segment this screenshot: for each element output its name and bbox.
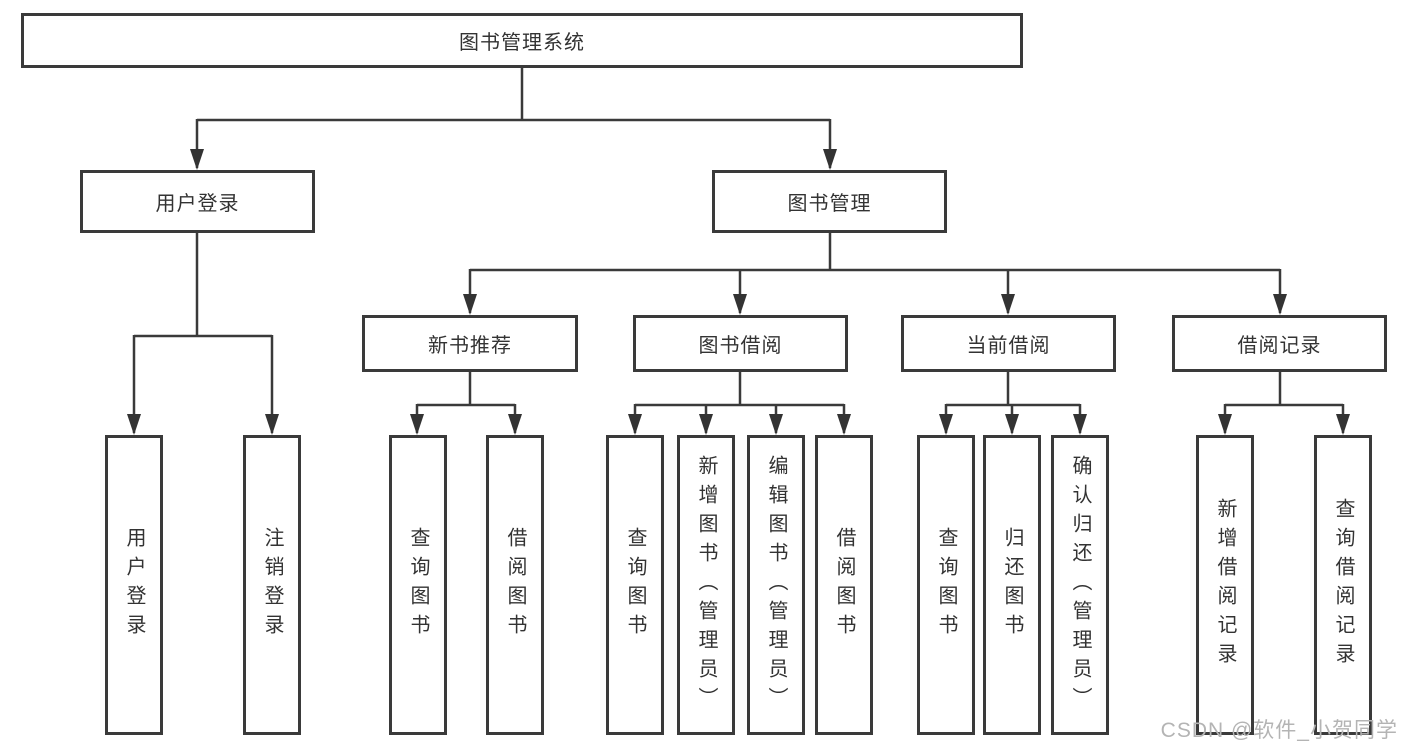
leaf-user-login: 用户登录 (105, 435, 163, 735)
node-book-management: 图书管理 (712, 170, 947, 233)
leaf-logout: 注销登录 (243, 435, 301, 735)
leaf-add-borrow-record: 新增借阅记录 (1196, 435, 1254, 735)
node-label: 新增图书（管理员） (695, 454, 717, 716)
csdn-watermark: CSDN @软件_小贺同学 (1160, 719, 1398, 742)
node-label: 图书借阅 (698, 335, 783, 357)
node-user-login: 用户登录 (80, 170, 315, 233)
node-label: 查询图书 (935, 527, 957, 643)
node-label: 注销登录 (261, 527, 283, 643)
node-book-borrowing: 图书借阅 (633, 315, 848, 372)
node-label: 图书管理系统 (459, 32, 585, 54)
leaf-query-borrow-record: 查询借阅记录 (1314, 435, 1372, 735)
leaf-borrow-books: 借阅图书 (486, 435, 544, 735)
node-label: 查询图书 (624, 527, 646, 643)
node-label: 编辑图书（管理员） (765, 454, 787, 716)
node-new-book-recommendation: 新书推荐 (362, 315, 578, 372)
node-library-management-system: 图书管理系统 (21, 13, 1023, 68)
node-label: 查询借阅记录 (1332, 498, 1354, 672)
leaf-edit-book-admin: 编辑图书（管理员） (747, 435, 805, 735)
node-label: 查询图书 (407, 527, 429, 643)
node-label: 借阅图书 (833, 527, 855, 643)
leaf-add-book-admin: 新增图书（管理员） (677, 435, 735, 735)
node-label: 借阅图书 (504, 527, 526, 643)
node-label: 用户登录 (155, 193, 240, 215)
node-label: 当前借阅 (966, 335, 1051, 357)
leaf-query-books: 查询图书 (917, 435, 975, 735)
leaf-return-books: 归还图书 (983, 435, 1041, 735)
leaf-borrow-books: 借阅图书 (815, 435, 873, 735)
node-label: 新书推荐 (428, 335, 512, 357)
node-borrowing-records: 借阅记录 (1172, 315, 1387, 372)
leaf-confirm-return-admin: 确认归还（管理员） (1051, 435, 1109, 735)
node-label: 新增借阅记录 (1214, 498, 1236, 672)
leaf-query-books: 查询图书 (606, 435, 664, 735)
leaf-query-books: 查询图书 (389, 435, 447, 735)
node-label: 用户登录 (123, 527, 145, 643)
node-current-borrowing: 当前借阅 (901, 315, 1116, 372)
node-label: 借阅记录 (1237, 335, 1322, 357)
node-label: 归还图书 (1001, 527, 1023, 643)
node-label: 确认归还（管理员） (1069, 454, 1091, 716)
node-label: 图书管理 (787, 193, 872, 215)
